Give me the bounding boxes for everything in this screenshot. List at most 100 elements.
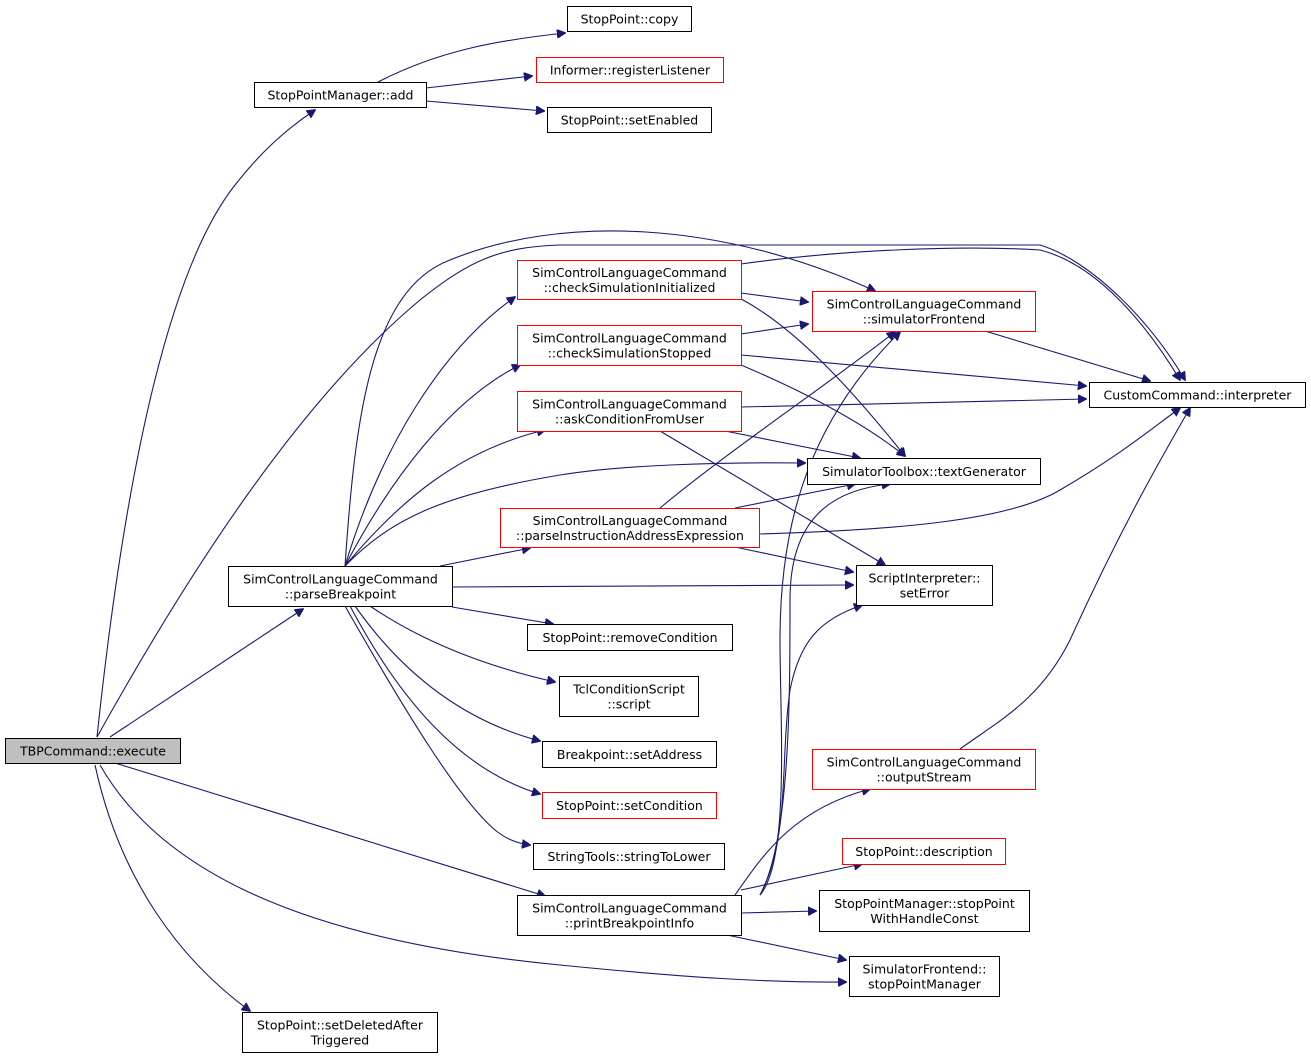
node-label: StringTools::stringToLower (547, 849, 711, 864)
node-label: ::askConditionFromUser (555, 412, 705, 427)
node-label: SimControlLanguageCommand (532, 901, 727, 916)
node-label: SimControlLanguageCommand (243, 572, 438, 587)
node-label: StopPoint::setDeletedAfter (257, 1018, 424, 1033)
node-parse-instr[interactable]: SimControlLanguageCommand::parseInstruct… (500, 508, 760, 548)
node-box (849, 956, 1000, 997)
edge-parse_bp-to-set_address (354, 605, 540, 741)
edge-execute-to-parse_bp (109, 609, 303, 738)
edge-print_bp-to-stoppoint_handle (740, 911, 816, 913)
node-text-gen[interactable]: SimulatorToolbox::textGenerator (807, 458, 1041, 485)
edge-parse_bp-to-set_condition (349, 605, 540, 794)
node-remove-cond[interactable]: StopPoint::removeCondition (527, 624, 733, 651)
node-box (567, 6, 692, 32)
node-set-error[interactable]: ScriptInterpreter::setError (856, 565, 993, 606)
node-label: StopPoint::description (855, 844, 992, 859)
node-box (527, 624, 733, 651)
node-label: StopPointManager::stopPoint (834, 896, 1015, 911)
node-output-stream[interactable]: SimControlLanguageCommand::outputStream (812, 749, 1036, 790)
node-label: ::script (607, 697, 650, 712)
edge-parse_instr-to-text_gen (734, 484, 855, 509)
node-ask-cond[interactable]: SimControlLanguageCommand::askConditionF… (517, 391, 742, 432)
node-label: ::parseInstructionAddressExpression (516, 528, 744, 543)
edge-parse_bp-to-text_gen (344, 463, 805, 567)
node-interpreter[interactable]: CustomCommand::interpreter (1089, 382, 1306, 408)
edge-spm_add-to-sp_setEnabled (425, 100, 544, 111)
node-set-condition[interactable]: StopPoint::setCondition (542, 792, 717, 819)
edge-output_stream-to-interpreter (959, 408, 1190, 750)
edge-execute-to-print_bp (114, 762, 545, 896)
node-parse-bp[interactable]: SimControlLanguageCommand::parseBreakpoi… (228, 566, 453, 607)
node-print-bp[interactable]: SimControlLanguageCommand::printBreakpoi… (517, 895, 742, 936)
edge-parse_instr-to-interpreter (758, 408, 1180, 535)
edge-execute-to-sp_manager (99, 764, 846, 982)
node-label: SimulatorToolbox::textGenerator (822, 464, 1027, 479)
node-label: ::printBreakpointInfo (565, 916, 694, 931)
edge-spm_add-to-sp_copy (377, 33, 565, 83)
node-box (807, 458, 1041, 485)
node-box (542, 741, 717, 768)
node-label: Informer::registerListener (550, 63, 711, 78)
edge-parse_bp-to-check_init (344, 297, 515, 567)
node-informer[interactable]: Informer::registerListener (536, 57, 724, 83)
node-box (517, 391, 742, 432)
node-label: SimControlLanguageCommand (827, 297, 1022, 312)
node-label: WithHandleConst (870, 911, 978, 926)
edge-parse_bp-to-remove_cond (451, 606, 553, 624)
edge-check_init-to-interpreter (740, 247, 1180, 380)
node-box (819, 890, 1030, 932)
edge-parse_bp-to-check_stopped (344, 365, 520, 567)
edge-print_bp-to-output_stream (734, 789, 870, 896)
node-sp-description[interactable]: StopPoint::description (842, 838, 1006, 865)
node-label: stopPointManager (868, 977, 982, 992)
node-check-stopped[interactable]: SimControlLanguageCommand::checkSimulati… (517, 325, 742, 366)
node-box (547, 107, 712, 133)
node-box (536, 57, 724, 83)
node-label: TclConditionScript (572, 682, 685, 697)
node-label: StopPoint::setCondition (556, 798, 703, 813)
node-tcl-script[interactable]: TclConditionScript::script (559, 676, 699, 717)
node-label: SimControlLanguageCommand (532, 331, 727, 346)
node-sp-copy[interactable]: StopPoint::copy (567, 6, 692, 32)
node-sim-frontend[interactable]: SimControlLanguageCommand::simulatorFron… (812, 291, 1036, 332)
node-box (812, 749, 1036, 790)
node-box (856, 565, 993, 606)
node-label: Triggered (310, 1033, 369, 1048)
node-label: SimulatorFrontend:: (863, 962, 987, 977)
node-spm-add[interactable]: StopPointManager::add (254, 82, 427, 108)
edge-check_init-to-sim_frontend (740, 292, 808, 302)
edge-print_bp-to-text_gen (759, 484, 890, 896)
node-label: TBPCommand::execute (19, 744, 166, 759)
node-label: Breakpoint::setAddress (557, 747, 702, 762)
node-box (1089, 382, 1306, 408)
edge-check_stopped-to-interpreter (740, 354, 1086, 386)
node-label: SimControlLanguageCommand (532, 265, 727, 280)
node-label: ::outputStream (877, 770, 972, 785)
node-stoppoint-handle[interactable]: StopPointManager::stopPointWithHandleCon… (819, 890, 1030, 932)
edge-print_bp-to-set_error (759, 605, 862, 896)
node-box (517, 895, 742, 936)
node-label: StopPoint::setEnabled (561, 113, 699, 128)
edge-print_bp-to-sp_manager (726, 934, 846, 960)
node-label: SimControlLanguageCommand (533, 513, 728, 528)
edge-parse_bp-to-ask_cond (344, 430, 545, 567)
edge-spm_add-to-informer (425, 76, 532, 89)
node-set-address[interactable]: Breakpoint::setAddress (542, 741, 717, 768)
node-string-lower[interactable]: StringTools::stringToLower (533, 843, 725, 870)
node-box (542, 792, 717, 819)
node-box (5, 738, 181, 764)
edge-parse_bp-to-parse_instr (439, 548, 530, 567)
node-sp-setEnabled[interactable]: StopPoint::setEnabled (547, 107, 712, 133)
edge-ask_cond-to-set_error (659, 430, 885, 565)
nodes-layer: TBPCommand::execute StopPointManager::add… (5, 6, 1306, 1053)
node-check-init[interactable]: SimControlLanguageCommand::checkSimulati… (517, 260, 742, 300)
node-label: ::checkSimulationStopped (548, 346, 712, 361)
edge-print_bp-to-sp_description (740, 864, 862, 891)
node-label: SimControlLanguageCommand (532, 397, 727, 412)
edges-layer (94, 33, 1190, 1011)
edge-parse_bp-to-string_lower (344, 605, 530, 845)
node-box (242, 1012, 438, 1053)
node-execute[interactable]: TBPCommand::execute (5, 738, 181, 764)
node-sp-manager[interactable]: SimulatorFrontend::stopPointManager (849, 956, 1000, 997)
